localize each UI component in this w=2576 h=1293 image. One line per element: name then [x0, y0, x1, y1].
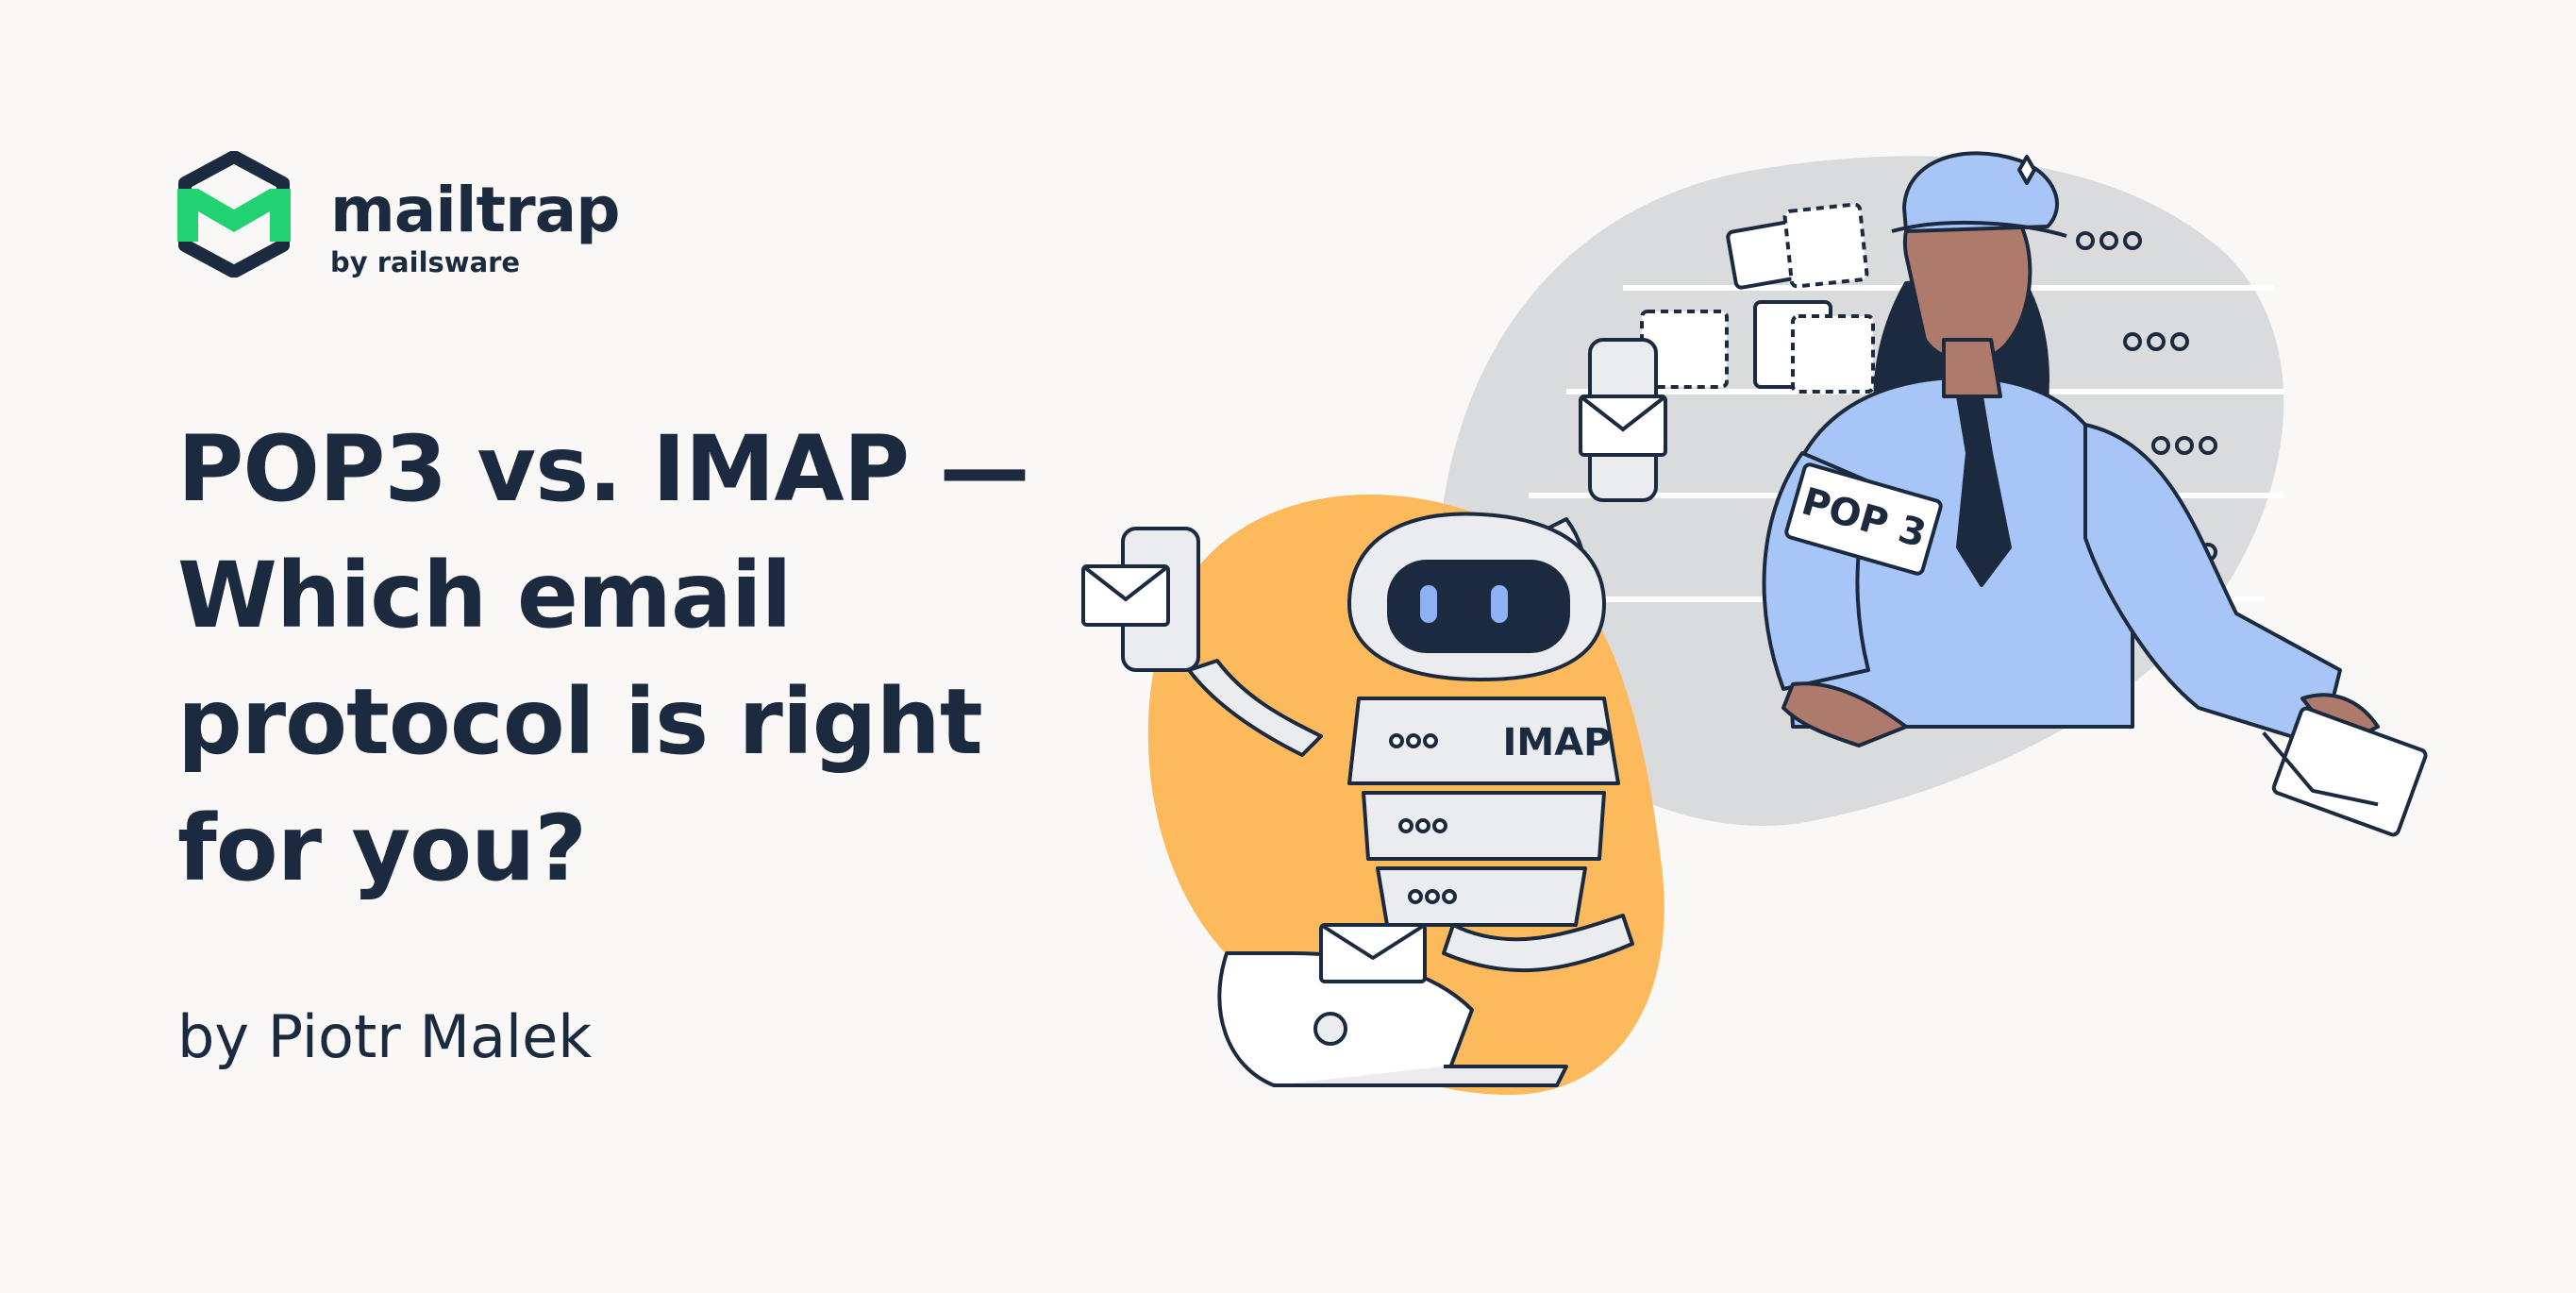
title-line-1: POP3 vs. IMAP — [177, 416, 1029, 522]
mailtrap-logo[interactable]: mailtrap by railsware [177, 151, 620, 278]
title-line-2: Which email [177, 543, 793, 648]
author-byline: by Piotr Malek [177, 1002, 593, 1071]
shelf-letters [1640, 202, 1875, 394]
title-line-3: protocol is right [177, 669, 983, 775]
brand-name: mailtrap [330, 174, 620, 246]
brand-tagline: by railsware [330, 246, 521, 278]
pop3-badge: POP 3 [1784, 462, 1943, 576]
imap-robot-label: IMAP [1503, 721, 1612, 764]
page-title: POP3 vs. IMAP — Which email protocol is … [177, 406, 1074, 912]
imap-robot: IMAP [1187, 512, 1634, 1087]
phone-right [1579, 338, 1667, 502]
mailtrap-logo-icon [177, 151, 291, 277]
title-line-4: for you? [177, 796, 587, 901]
shelf-dots [2076, 231, 2217, 562]
postal-worker [1762, 151, 2428, 837]
hero-illustration: POP 3 IMAP [1081, 151, 2428, 1095]
phone-left [1081, 527, 1200, 672]
